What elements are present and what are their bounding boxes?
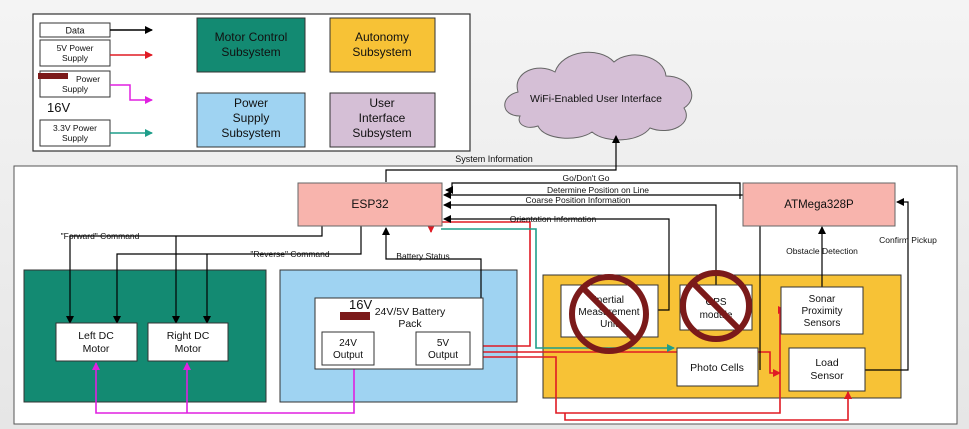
legend-3v3-label-2: Supply [62,133,89,143]
photo-cells-label: Photo Cells [690,362,744,374]
label-reverse-command: "Reverse" Command [250,249,330,259]
legend-motor-control-swatch [196,17,306,73]
legend-16v-line [110,84,153,104]
legend-power-supply-swatch [196,92,306,148]
legend-redaction-mark [38,73,68,79]
label-orientation: Orientation Information [510,214,597,224]
atmega-block [742,182,896,227]
label-coarse-position: Coarse Position Information [526,195,631,205]
data-battery-status [382,227,482,298]
wifi-cloud [504,51,693,141]
label-go-dont-go: Go/Don't Go [563,173,610,183]
legend-autonomy-label-2: Subsystem [352,45,411,59]
left-dc-motor-block [55,322,138,362]
output-24v-block [321,331,375,366]
gps-prohibited-icon [680,270,752,342]
legend-16v-label-2: Supply [62,84,89,94]
output-24v-label-2: Output [333,350,363,361]
legend-user-interface-label-2: Interface [359,111,406,125]
sonar-label-2: Proximity [801,306,842,317]
legend-handwritten-16v: 16V [47,100,70,115]
label-battery-status: Battery Status [396,251,449,261]
legend-5v-box [39,39,111,67]
label-determine-position: Determine Position on Line [547,185,649,195]
battery-pack-label-1: 24V/5V Battery [375,306,446,318]
battery-handwritten-16v: 16V [349,297,372,312]
data-coarse-position [443,201,717,297]
label-forward-command: "Forward" Command [61,231,140,241]
imu-label-1: Inertial [594,295,624,306]
sonar-label-3: Sensors [804,318,841,329]
load-sensor-block [788,347,866,392]
load-sensor-label-1: Load [815,357,839,369]
left-dc-motor-label-1: Left DC [78,330,114,342]
esp32-block [297,182,443,227]
data-confirm-pickup [865,198,909,371]
legend-power-supply-label-1: Power [234,96,268,110]
legend-motor-control-label-1: Motor Control [215,30,288,44]
data-forward-command [66,226,323,324]
legend-power-supply-label-3: Subsystem [221,126,280,140]
wifi-cloud-label: WiFi-Enabled User Interface [530,93,662,105]
battery-pack-label-2: Pack [398,318,422,330]
power-5v-to-load-sensor [483,351,781,377]
legend-user-interface-label-3: Subsystem [352,126,411,140]
power-5v-to-load-bottom [564,391,852,421]
load-sensor-label-2: Sensor [810,370,844,382]
legend-5v-label-1: 5V Power [57,43,94,53]
legend-motor-control-label-2: Subsystem [221,45,280,59]
legend-5v-label-2: Supply [62,53,89,63]
legend-power-supply-label-2: Supply [233,111,270,125]
atmega-label: ATMega328P [784,199,854,211]
right-dc-motor-label-2: Motor [175,343,202,355]
photo-cells-block [676,347,759,387]
data-orientation [443,215,670,311]
data-reverse-command [113,226,362,324]
legend-autonomy-swatch [329,17,436,73]
legend-3v3-label-1: 3.3V Power [53,123,97,133]
legend-user-interface-label-1: User [369,96,394,110]
label-confirm-pickup: Confirm Pickup [879,235,937,245]
sonar-block [780,286,864,335]
battery-redaction-mark [340,312,370,320]
right-dc-motor-block [147,322,229,362]
right-dc-motor-label-1: Right DC [167,330,210,342]
gps-label-2: module [700,310,733,321]
imu-label-3: Unit [600,319,618,330]
imu-prohibited-icon [569,274,649,354]
data-system-information [385,135,620,182]
output-5v-label-1: 5V [437,338,450,349]
sonar-label-1: Sonar [809,294,836,305]
data-go-dont-go [445,182,741,199]
label-system-information: System Information [455,154,533,164]
output-5v-block [415,331,471,366]
legend-3v3-box [39,119,111,147]
legend-16v-label-1: Power [76,74,100,84]
output-24v-label-1: 24V [339,338,357,349]
power-24v-to-left-motor [92,362,355,414]
left-dc-motor-label-2: Motor [83,343,110,355]
legend-data-label: Data [65,26,84,36]
label-obstacle-detection: Obstacle Detection [786,246,858,256]
output-5v-label-2: Output [428,350,458,361]
legend-user-interface-swatch [329,92,436,148]
legend-autonomy-label-1: Autonomy [355,30,409,44]
esp32-label: ESP32 [351,197,389,211]
